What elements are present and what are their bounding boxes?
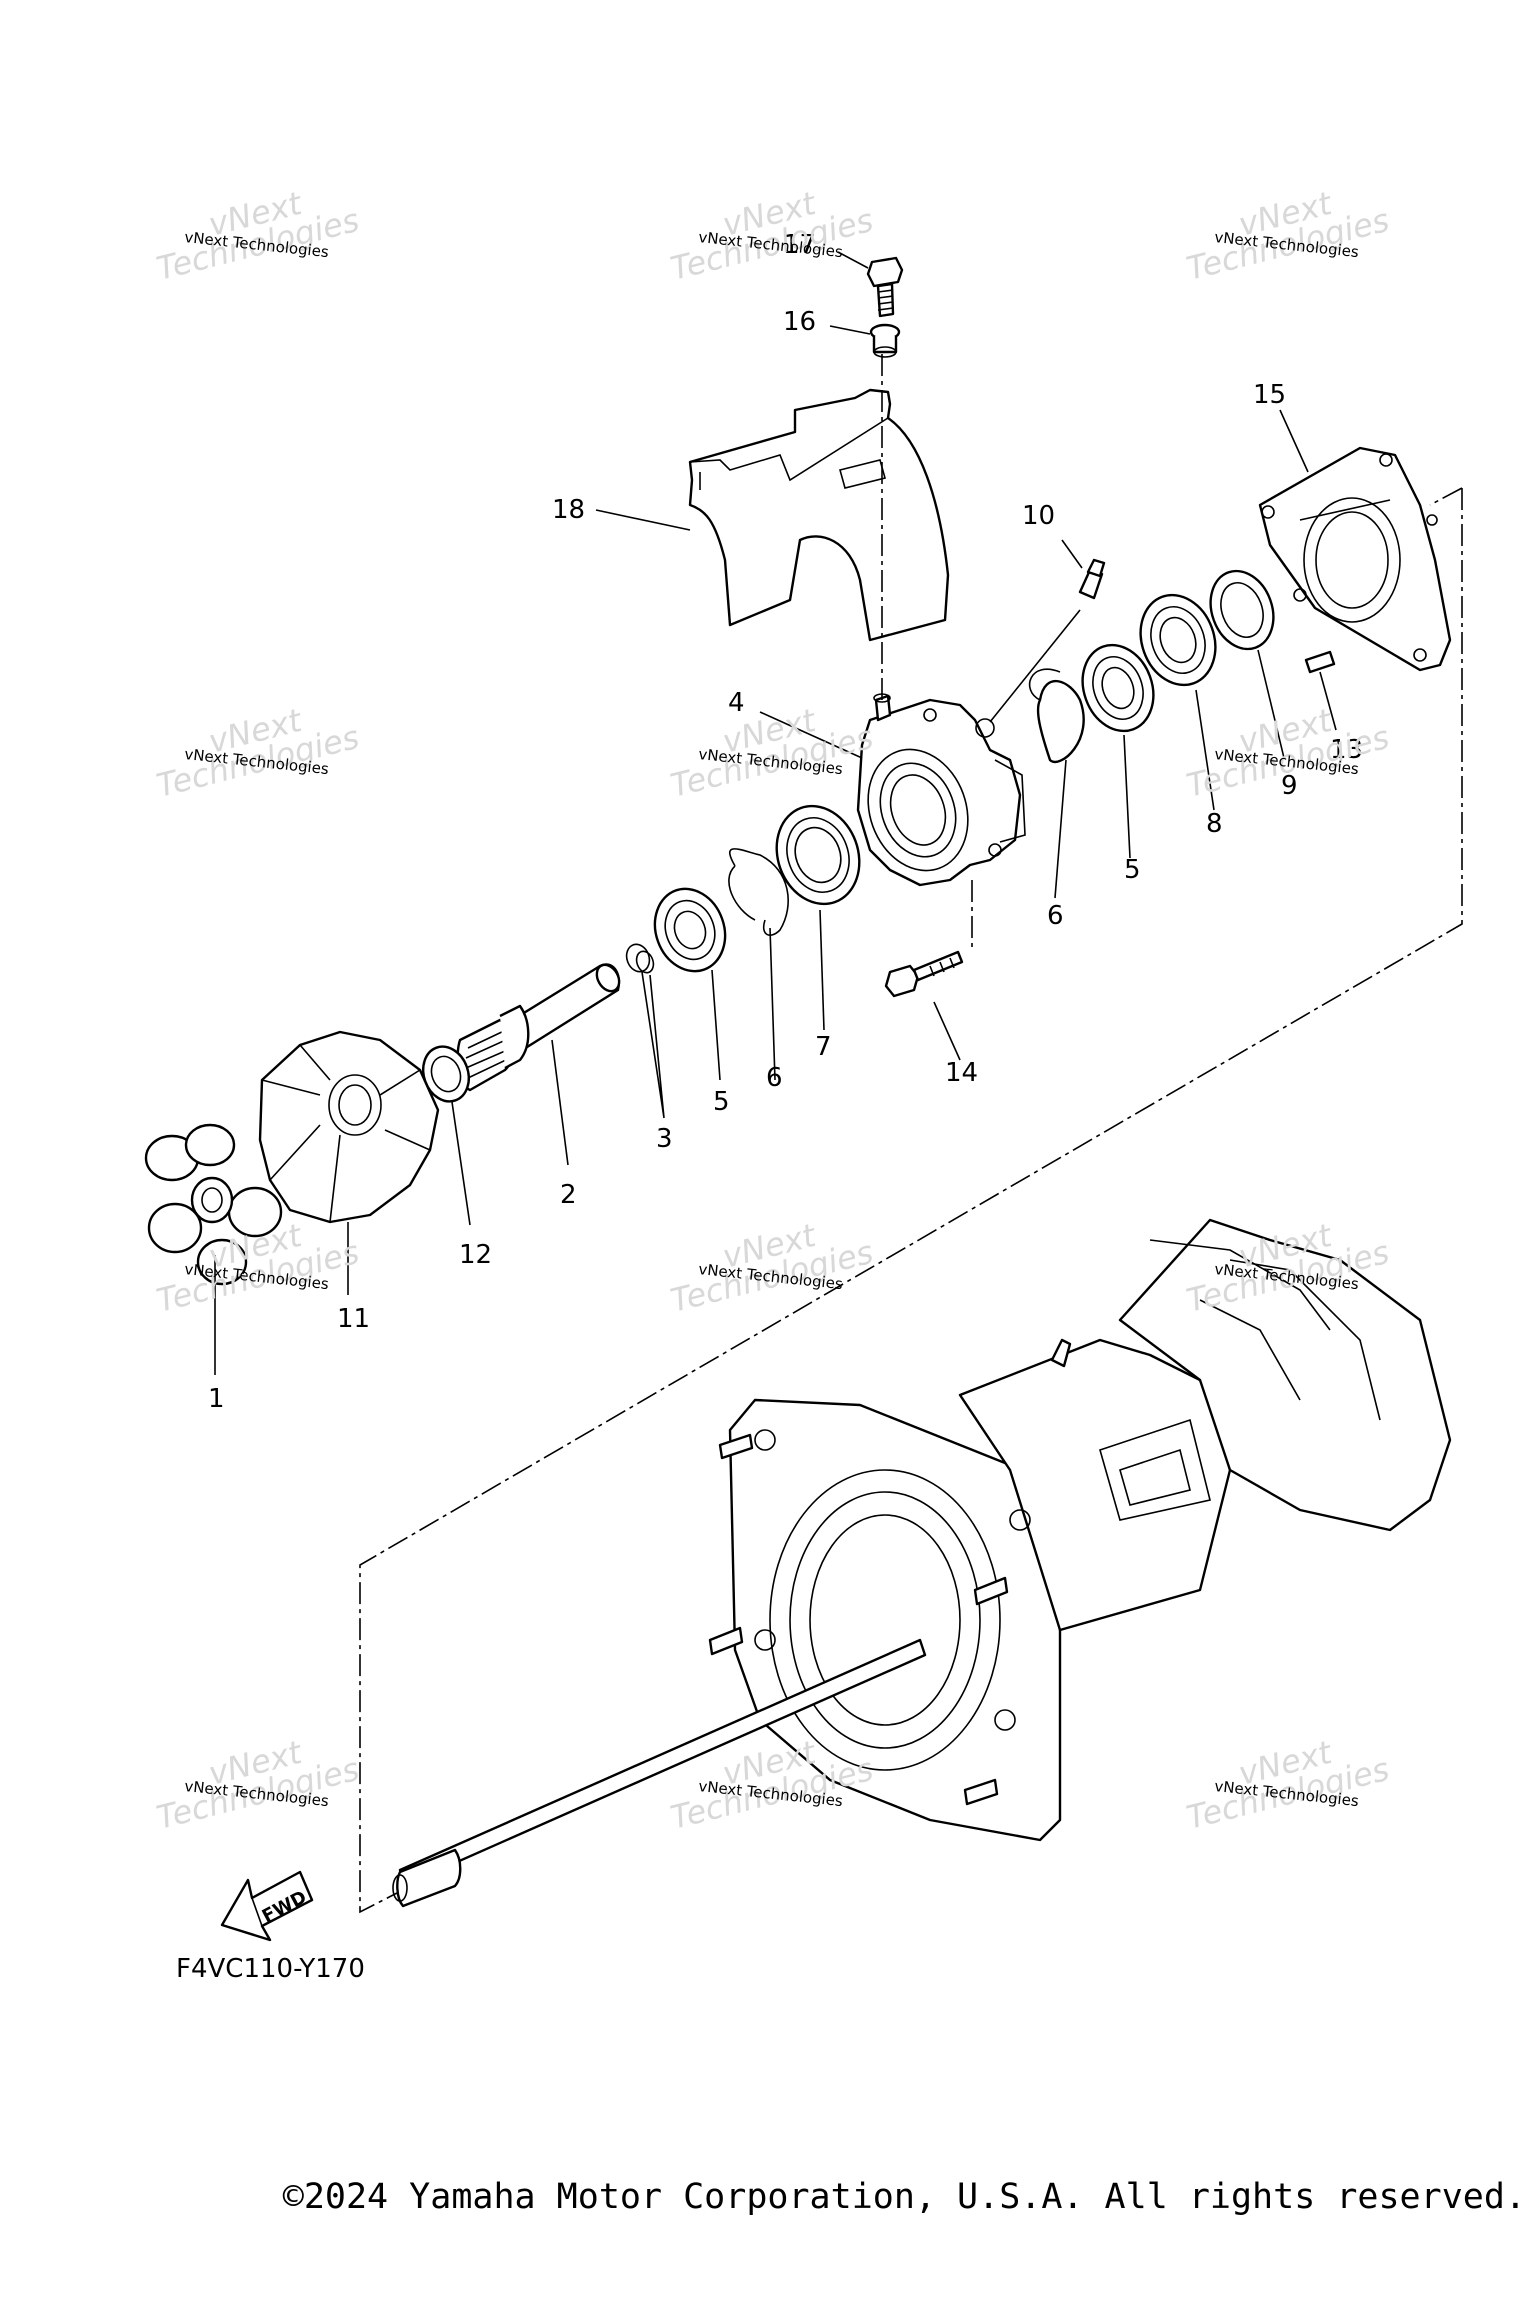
part-bearing-5-left: [653, 887, 727, 973]
assembly-frame: [359, 487, 1463, 1914]
part-collar-16: [869, 323, 901, 358]
part-washer-12: [422, 1045, 470, 1103]
part-housing-4: [856, 693, 1026, 887]
label-12: 12: [459, 1240, 492, 1270]
part-pin-13: [1304, 650, 1336, 674]
label-11: 11: [337, 1304, 370, 1334]
part-bearing-8: [1139, 593, 1217, 687]
watermark: vNext Technologies vNext Technologies: [667, 701, 877, 805]
part-damper-1: [144, 1123, 283, 1286]
part-circlip-6-left: [728, 848, 789, 936]
label-14: 14: [945, 1058, 978, 1088]
label-15: 15: [1253, 380, 1286, 410]
label-13: 13: [1330, 735, 1363, 765]
fwd-arrow-icon: FWD: [220, 1870, 314, 1942]
label-2: 2: [560, 1180, 577, 1210]
label-3: 3: [656, 1124, 673, 1154]
part-bolt-14: [884, 950, 964, 998]
part-cover: [688, 388, 950, 642]
copyright-notice: ©2024 Yamaha Motor Corporation, U.S.A. A…: [283, 2177, 1526, 2217]
figure-code: F4VC110-Y170: [176, 1954, 365, 1984]
part-shaft-2: [456, 963, 621, 1092]
part-flange-15: [1258, 446, 1452, 672]
part-grease-nipple: [1078, 558, 1106, 600]
watermark: vNext Technologies vNext Technologies: [667, 1216, 877, 1320]
label-8: 8: [1206, 809, 1223, 839]
part-bearing-7: [775, 804, 861, 906]
label-5-left: 5: [713, 1087, 730, 1117]
part-bolt-17: [866, 256, 904, 318]
watermark: vNext Technologies vNext Technologies: [153, 701, 363, 805]
part-drive-shaft: [392, 1638, 927, 1908]
label-7: 7: [815, 1032, 832, 1062]
label-4: 4: [728, 688, 745, 718]
part-orings-3: [625, 943, 655, 974]
watermark: vNext Technologies vNext Technologies: [667, 184, 877, 288]
part-labels: 17 16 15 18 10 4 13 9 8 5 6 7 14 3 5 6 1…: [208, 230, 1363, 1414]
label-10: 10: [1022, 501, 1055, 531]
label-6-right: 6: [1047, 901, 1064, 931]
label-17: 17: [783, 230, 816, 260]
label-5-right: 5: [1124, 855, 1141, 885]
label-16: 16: [783, 307, 816, 337]
label-9: 9: [1281, 771, 1298, 801]
watermark: vNext Technologies vNext Technologies: [153, 184, 363, 288]
part-circlip-6-right: [1028, 668, 1085, 763]
watermark: vNext Technologies vNext Technologies: [1183, 184, 1393, 288]
part-bearing-5-right: [1081, 643, 1155, 733]
part-coupling-11: [258, 1030, 440, 1224]
leader-lines: [214, 251, 1337, 1375]
label-1: 1: [208, 1384, 225, 1414]
label-6-left: 6: [766, 1063, 783, 1093]
part-oilseal-9: [1209, 569, 1275, 651]
part-jet-pump-unit: [708, 1218, 1452, 1842]
label-18: 18: [552, 495, 585, 525]
watermark: vNext Technologies vNext Technologies: [1183, 1733, 1393, 1837]
watermark: vNext Technologies vNext Technologies: [153, 1733, 363, 1837]
